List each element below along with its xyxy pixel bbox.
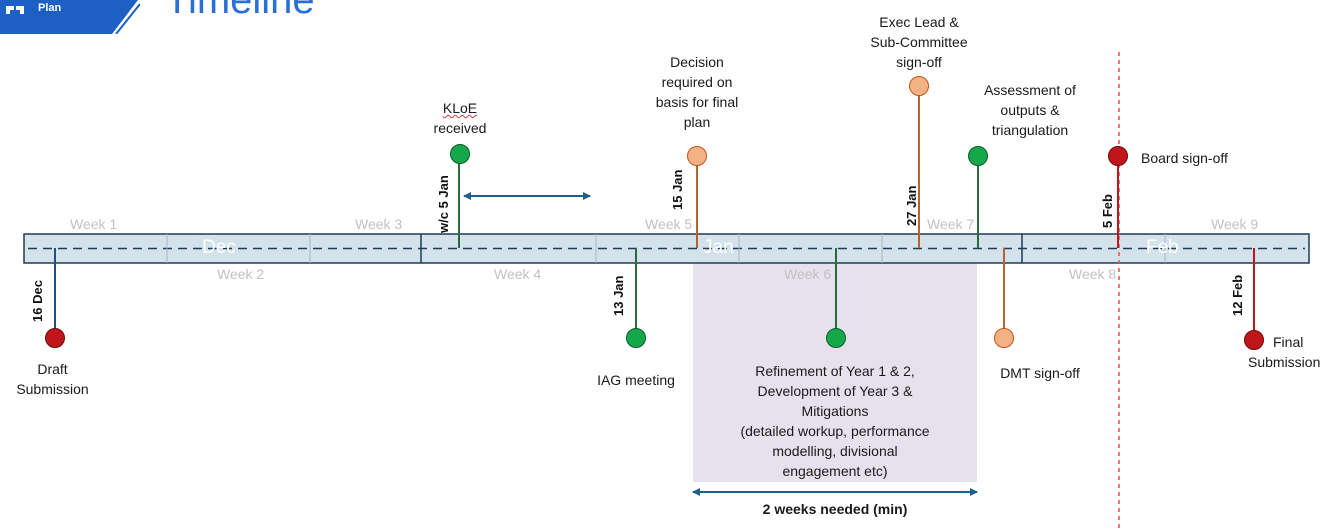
kloe-label-rest: received	[433, 120, 487, 136]
decision-label: Decision required on basis for final pla…	[655, 54, 739, 130]
date-label: 13 Jan	[611, 275, 626, 316]
month-label: Dec	[202, 237, 236, 258]
final-label-rest: Submission	[1248, 354, 1321, 370]
final-label-word: Final	[1273, 334, 1304, 350]
board-marker	[1108, 146, 1128, 166]
week-label: Week 6	[784, 266, 832, 282]
week-label: Week 2	[217, 266, 265, 282]
assessment-label: Assessment of outputs & triangulation	[984, 82, 1076, 138]
iag-marker	[626, 328, 646, 348]
assessment-marker	[968, 146, 988, 166]
iag-label: IAG meeting	[597, 372, 675, 388]
exec-marker	[909, 76, 929, 96]
refinement-label: Refinement of Year 1 & 2, Development of…	[740, 363, 930, 479]
logo-text: Plan	[38, 2, 62, 14]
kloe-label: KLoE received	[410, 98, 510, 138]
page-title: Timeline	[165, 0, 315, 22]
two-weeks-label: 2 weeks needed (min)	[762, 501, 908, 517]
week-label: Week 9	[1211, 216, 1259, 232]
exec-label: Exec Lead & Sub-Committee sign-off	[870, 14, 968, 70]
date-label: 5 Feb	[1100, 194, 1115, 228]
dmt-label: DMT sign-off	[1000, 365, 1080, 381]
refinement-marker	[826, 328, 846, 348]
week-label: Week 1	[70, 216, 118, 232]
decision-marker	[687, 146, 707, 166]
week-label: Week 3	[355, 216, 403, 232]
board-label: Board sign-off	[1141, 150, 1228, 166]
week-label: Week 5	[645, 216, 693, 232]
month-label: Jan	[703, 237, 734, 258]
date-label: 27 Jan	[904, 185, 919, 226]
week-label: Week 8	[1069, 266, 1117, 282]
date-label: 16 Dec	[30, 280, 45, 322]
kloe-label-word: KLoE	[442, 100, 478, 116]
date-label: 15 Jan	[670, 169, 685, 210]
kloe-marker	[450, 144, 470, 164]
date-label: 12 Feb	[1230, 274, 1245, 316]
plan-logo	[0, 0, 140, 34]
week-label: Week 4	[494, 266, 542, 282]
draft-submission-marker	[45, 328, 65, 348]
date-label: w/c 5 Jan	[436, 175, 451, 233]
final-submission-label: Final Submission	[1248, 332, 1338, 372]
dmt-marker	[994, 328, 1014, 348]
month-label: Feb	[1146, 237, 1179, 258]
final-submission-marker	[1244, 330, 1264, 350]
draft-submission-label: Draft Submission	[16, 361, 89, 397]
week-label: Week 7	[927, 216, 975, 232]
